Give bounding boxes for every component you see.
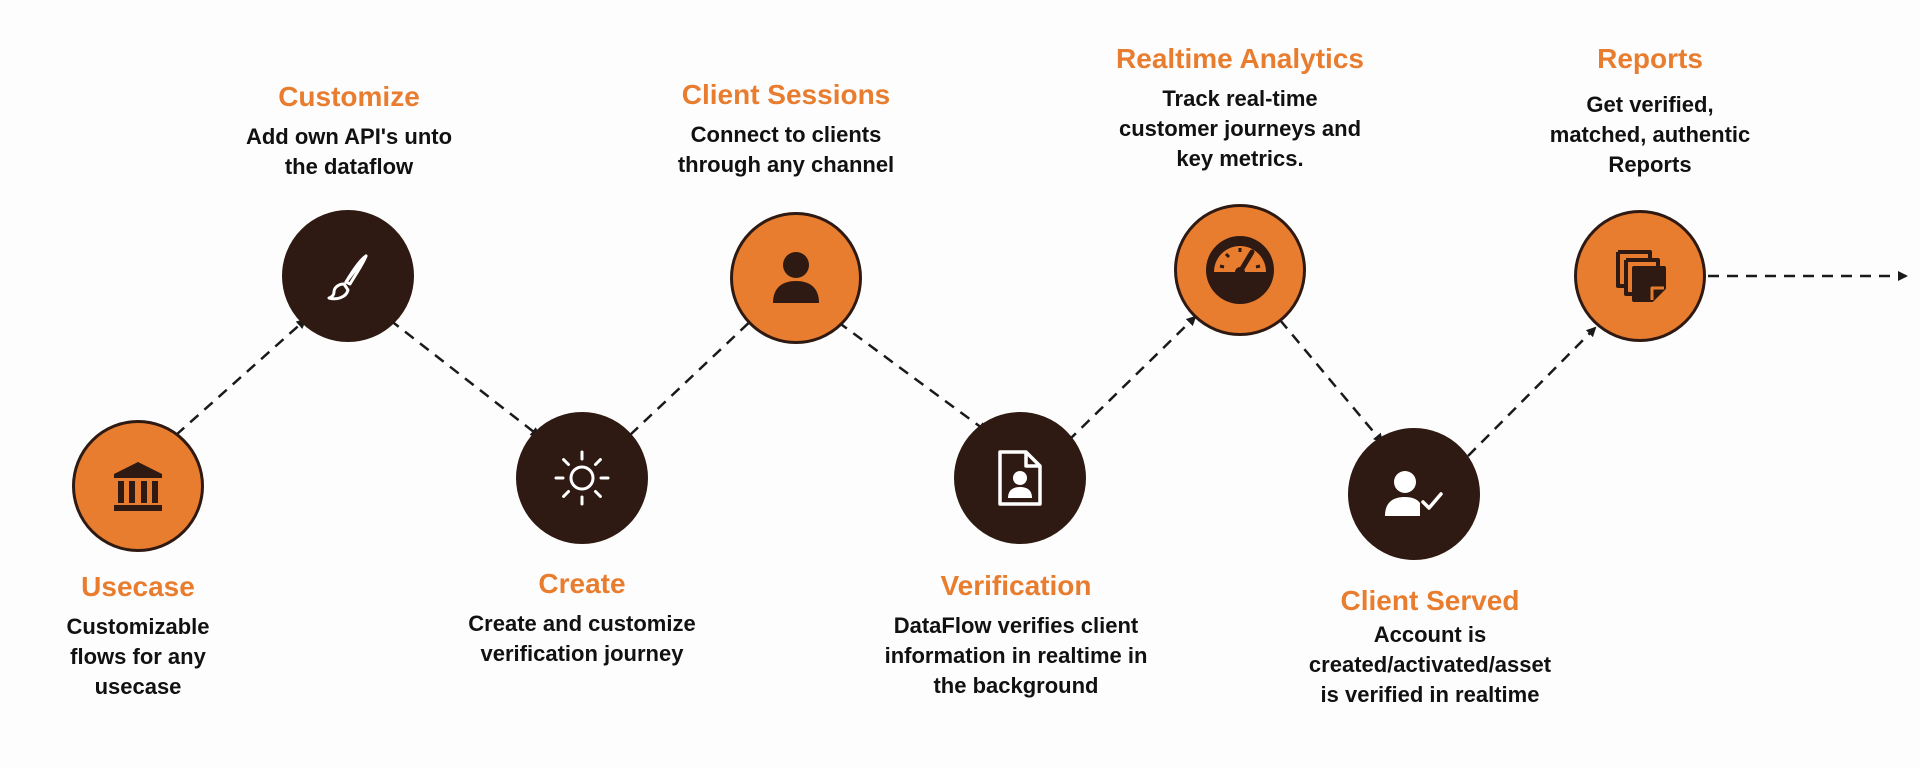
step-title: Client Sessions xyxy=(681,79,891,110)
arrow-usecase-to-customize xyxy=(175,318,307,436)
desc-line: the dataflow xyxy=(284,154,414,179)
person-icon xyxy=(761,243,831,313)
desc-line: DataFlow verifies client xyxy=(893,613,1139,638)
node-customize xyxy=(282,210,414,342)
step-description: Customizable flows for any usecase xyxy=(66,612,209,702)
step-title: Client Served xyxy=(1340,585,1520,616)
desc-line: information in realtime in xyxy=(884,643,1148,668)
node-realtime-analytics xyxy=(1174,204,1306,336)
desc-line: Add own API's unto xyxy=(245,124,453,149)
desc-line: is verified in realtime xyxy=(1320,682,1540,707)
desc-line: usecase xyxy=(94,674,182,699)
step-create: Create Create and customize verification… xyxy=(468,567,695,669)
node-usecase xyxy=(72,420,204,552)
desc-line: Connect to clients xyxy=(690,122,882,147)
node-verification xyxy=(954,412,1086,544)
arrow-customize-to-create xyxy=(389,319,541,438)
step-description: Get verified, matched, authentic Reports xyxy=(1550,90,1750,180)
documents-icon xyxy=(1608,244,1672,308)
desc-line: customer journeys and xyxy=(1118,116,1362,141)
step-description: Track real-time customer journeys and ke… xyxy=(1116,84,1364,174)
desc-line: flows for any xyxy=(70,644,206,669)
desc-line: verification journey xyxy=(480,641,684,666)
step-description: Add own API's unto the dataflow xyxy=(246,122,452,182)
step-title: Customize xyxy=(278,81,420,112)
node-reports xyxy=(1574,210,1706,342)
step-description: Create and customize verification journe… xyxy=(468,609,695,669)
step-customize: Customize Add own API's unto the dataflo… xyxy=(246,80,452,182)
arrow-client-served-to-reports xyxy=(1467,326,1597,457)
step-reports: Reports Get verified, matched, authentic… xyxy=(1550,42,1750,180)
sun-icon xyxy=(550,446,614,510)
desc-line: Customizable xyxy=(66,614,210,639)
desc-line: Get verified, xyxy=(1586,92,1714,117)
desc-line: Create and customize xyxy=(468,611,696,636)
step-title: Usecase xyxy=(81,571,195,602)
desc-line: Account is xyxy=(1373,622,1487,647)
arrow-realtime-analytics-to-client-served xyxy=(1279,319,1384,444)
desc-line: Reports xyxy=(1608,152,1692,177)
step-client-sessions: Client Sessions Connect to clients throu… xyxy=(678,78,894,180)
step-title: Verification xyxy=(940,570,1092,601)
step-description: Connect to clients through any channel xyxy=(678,120,894,180)
bank-icon xyxy=(108,456,168,516)
desc-line: key metrics. xyxy=(1176,146,1304,171)
step-client-served: Client Served Account is created/activat… xyxy=(1309,584,1551,710)
node-client-served xyxy=(1348,428,1480,560)
step-verification: Verification DataFlow verifies client in… xyxy=(885,569,1148,701)
id-document-icon xyxy=(992,446,1048,510)
gauge-icon xyxy=(1202,232,1278,308)
desc-line: created/activated/asset xyxy=(1308,652,1552,677)
step-description: DataFlow verifies client information in … xyxy=(885,611,1148,701)
arrow-client-sessions-to-verification xyxy=(837,320,988,433)
desc-line: matched, authentic xyxy=(1549,122,1751,147)
step-title: Reports xyxy=(1597,43,1703,74)
step-title: Create xyxy=(538,568,626,599)
desc-line: through any channel xyxy=(677,152,895,177)
step-realtime-analytics: Realtime Analytics Track real-time custo… xyxy=(1116,42,1364,174)
step-usecase: Usecase Customizable flows for any useca… xyxy=(66,570,209,702)
user-check-icon xyxy=(1379,464,1449,524)
arrow-verification-to-realtime-analytics xyxy=(1067,315,1197,442)
desc-line: Track real-time xyxy=(1162,86,1318,111)
step-title: Realtime Analytics xyxy=(1116,43,1364,74)
paintbrush-icon xyxy=(320,248,376,304)
desc-line: the background xyxy=(933,673,1099,698)
step-description: Account is created/activated/asset is ve… xyxy=(1309,620,1551,710)
arrow-create-to-client-sessions xyxy=(629,314,758,436)
node-client-sessions xyxy=(730,212,862,344)
node-create xyxy=(516,412,648,544)
